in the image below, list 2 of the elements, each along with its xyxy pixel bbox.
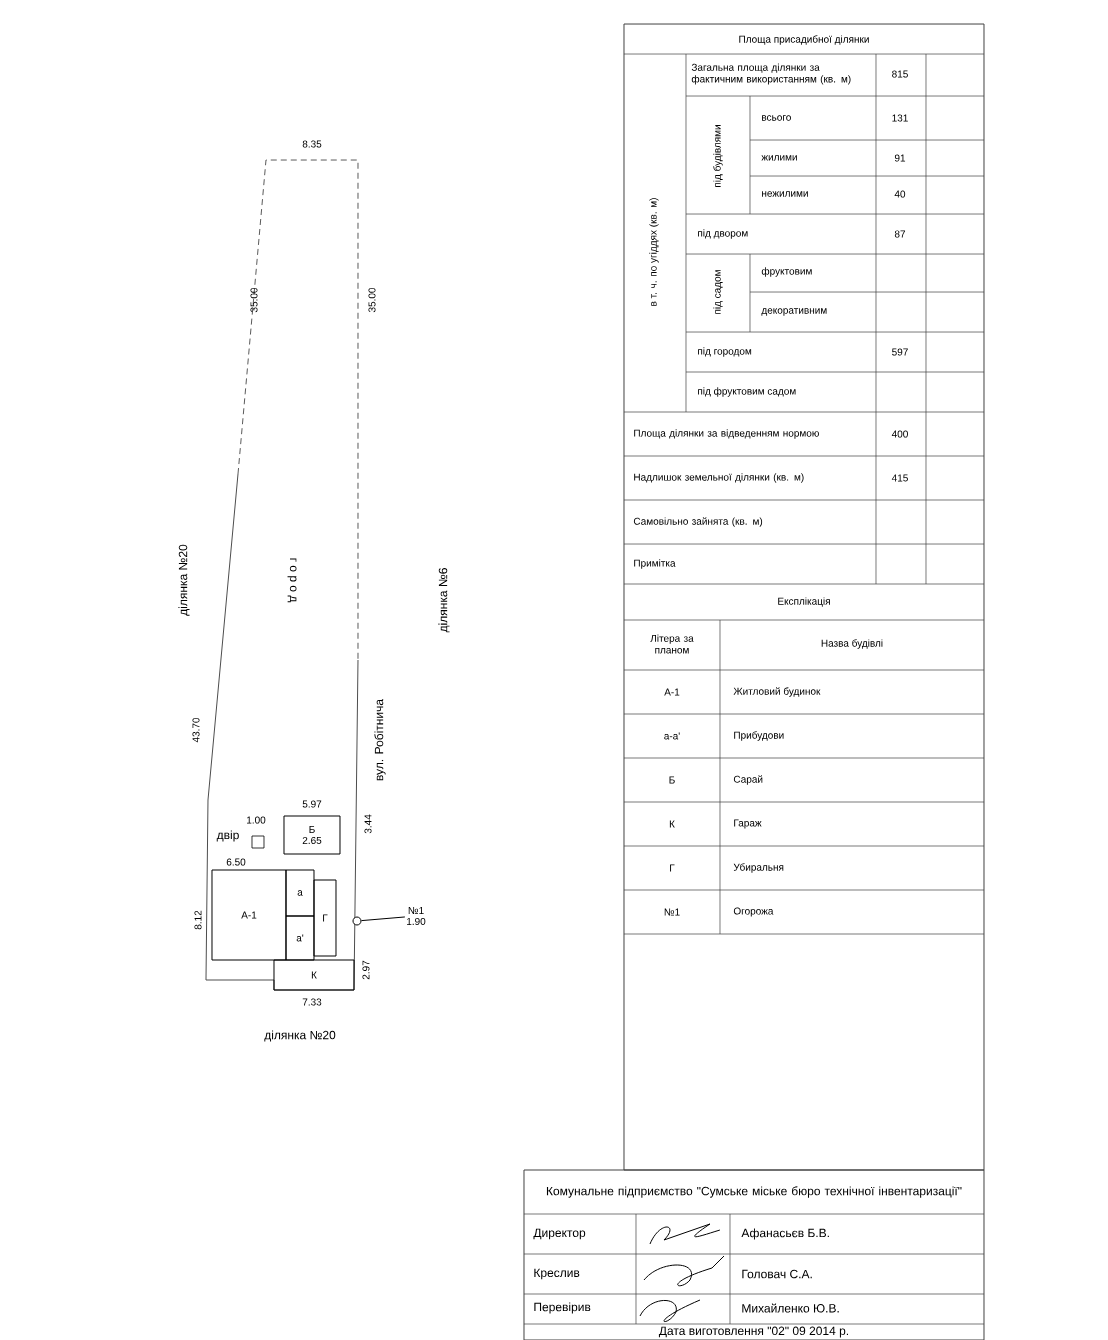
fence-post bbox=[352, 916, 362, 926]
leader-line bbox=[361, 916, 406, 922]
